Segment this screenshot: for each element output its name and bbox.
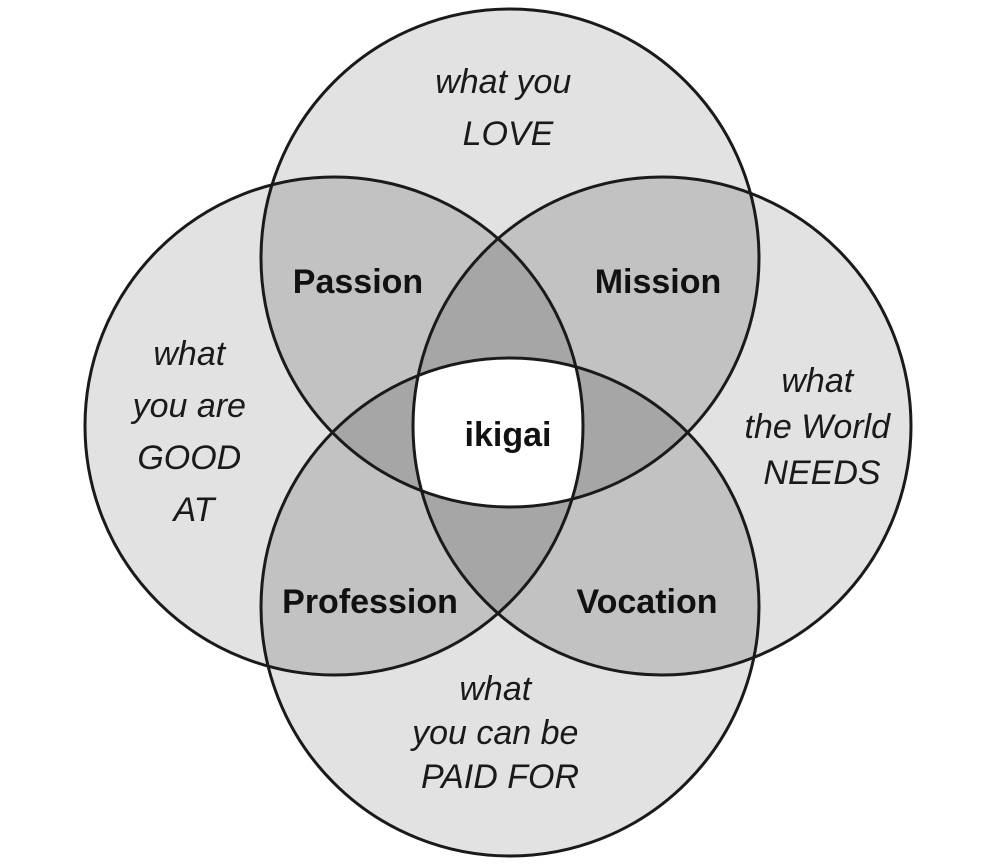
label-mission: Mission (595, 263, 722, 301)
circle-world-needs-outline (411, 175, 913, 677)
label-world-needs: what the World NEEDS (745, 362, 900, 492)
circle-good-at-outline (83, 175, 585, 677)
label-profession: Profession (282, 583, 458, 621)
label-love: what you LOVE (435, 63, 581, 153)
circle-love-outline (259, 7, 761, 509)
label-passion: Passion (293, 263, 423, 301)
label-vocation: Vocation (576, 583, 717, 621)
circle-paid-for-outline (259, 356, 761, 858)
label-ikigai: ikigai (465, 416, 552, 454)
label-paid-for: what you can be PAID FOR (410, 670, 588, 796)
overlap-needs-paid (413, 358, 759, 675)
label-good-at: what you are GOOD AT (131, 335, 256, 529)
overlap-love-goodat-needs (413, 177, 583, 507)
circle-outlines (83, 7, 913, 858)
